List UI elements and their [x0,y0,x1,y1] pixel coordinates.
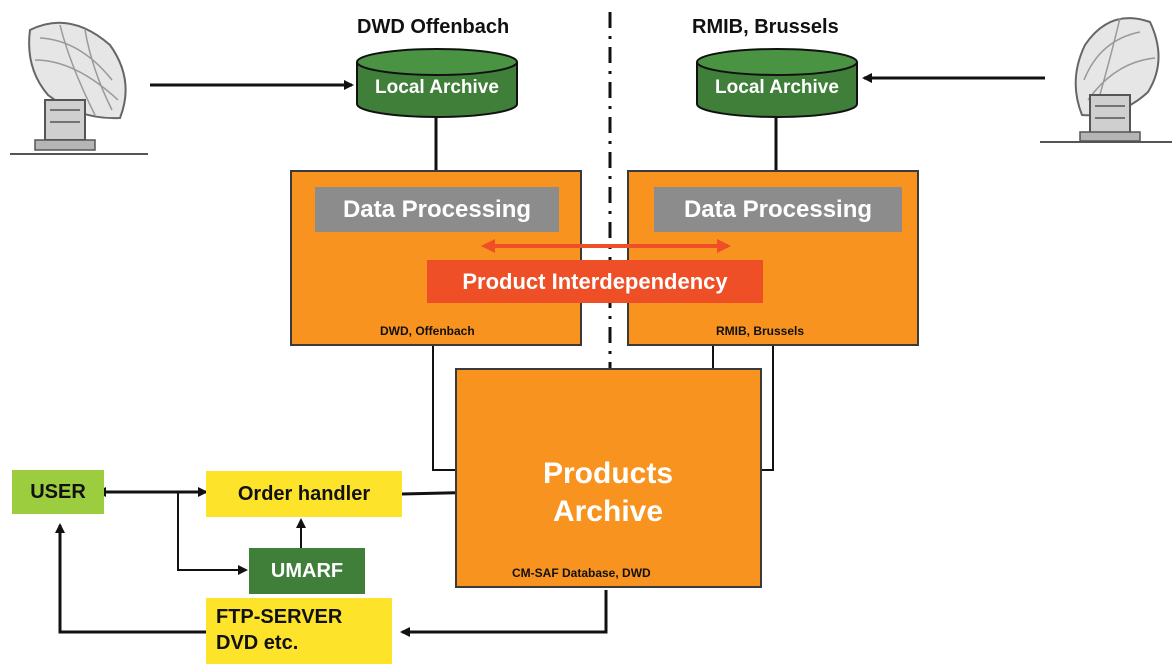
site-title-right: RMIB, Brussels [692,16,839,38]
processing-site-caption-left: DWD, Offenbach [380,324,475,338]
connector-arrow [400,590,608,637]
local-archive-cylinder-right [696,48,858,118]
ftp-server-box: FTP-SERVER DVD etc. [206,598,392,664]
site-title-left: DWD Offenbach [357,16,510,38]
order-handler-box: Order handler [206,471,402,517]
products-archive-label: Products Archive [492,455,724,531]
satellite-dish-icon [10,21,148,155]
connector-arrow [177,492,248,575]
user-box: USER [12,470,104,514]
database-box [455,368,762,588]
connector-arrow [55,523,206,634]
local-archive-label-right: Local Archive [715,77,839,98]
ftp-server-line1: FTP-SERVER [216,606,343,628]
data-processing-right: Data Processing [654,187,902,232]
data-processing-left: Data Processing [315,187,559,232]
satellite-dish-icon [1040,17,1172,143]
local-archive-cylinder-left [356,48,518,118]
local-archive-label-left: Local Archive [375,77,499,98]
umarf-box: UMARF [249,548,365,594]
products-archive-line2: Archive [552,495,664,528]
product-interdependency: Product Interdependency [427,260,763,303]
database-caption: CM-SAF Database, DWD [512,566,651,580]
ftp-server-line2: DVD etc. [216,632,299,654]
processing-site-caption-right: RMIB, Brussels [716,324,805,338]
products-archive-line1: Products [542,457,674,490]
